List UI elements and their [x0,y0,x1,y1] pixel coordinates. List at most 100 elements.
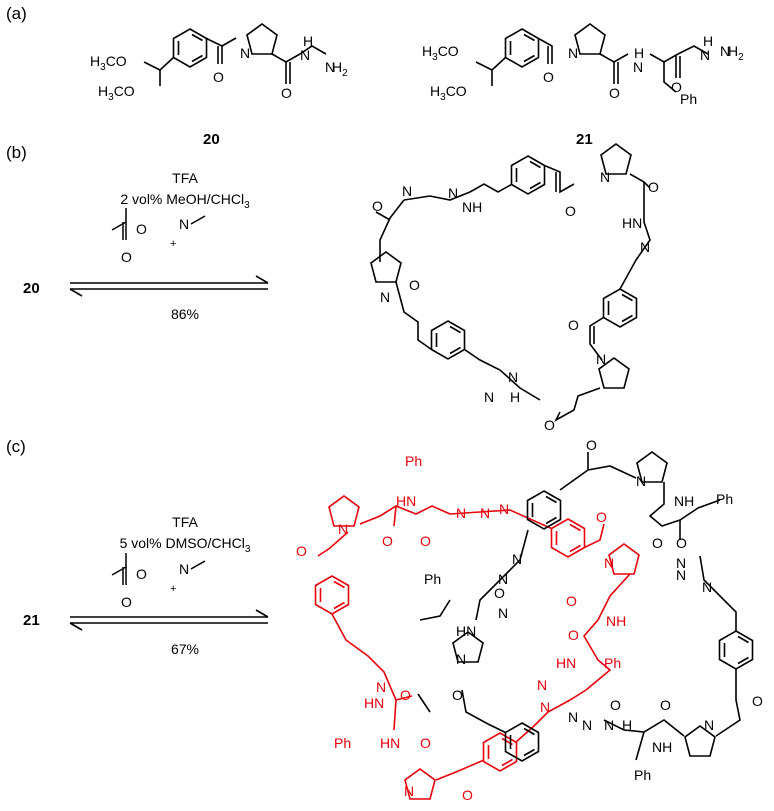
svg-text:N: N [480,505,490,521]
svg-text:N: N [499,501,509,517]
svg-text:N: N [700,47,710,63]
svg-text:+: + [170,583,176,595]
reaction-c-yield: 67% [170,641,200,657]
svg-text:O: O [420,735,431,751]
svg-text:HN: HN [364,695,384,711]
reaction-c-catalyst [111,552,127,586]
svg-text:Ph: Ph [334,735,351,751]
svg-text:O: O [136,221,147,237]
svg-text:O: O [566,593,577,609]
svg-text:N: N [676,555,686,571]
svg-text:N: N [633,59,643,75]
svg-text:O: O [652,535,663,551]
svg-text:O: O [452,687,463,703]
svg-text:O: O [671,79,682,95]
svg-text:N: N [636,473,646,489]
svg-text:O: O [648,179,659,195]
svg-text:N: N [498,571,508,587]
svg-text:O: O [660,697,671,713]
svg-text:O: O [281,85,292,101]
svg-text:H3CO: H3CO [422,43,459,63]
svg-text:N: N [568,45,578,61]
svg-text:O: O [372,198,383,214]
svg-text:H3CO: H3CO [90,53,127,73]
svg-text:O: O [609,85,620,101]
svg-text:O: O [610,697,621,713]
svg-text:O: O [596,509,607,525]
svg-text:HN: HN [456,623,476,639]
svg-text:N: N [376,679,386,695]
svg-text:N: N [300,47,310,63]
svg-text:Ph: Ph [716,491,733,507]
svg-text:N: N [508,369,518,385]
svg-text:H: H [634,45,644,61]
reaction-b-catalyst-atoms: O O N + [121,216,189,265]
svg-text:N: N [604,555,614,571]
svg-text:N: N [596,351,606,367]
svg-text:HN: HN [380,735,400,751]
svg-text:N: N [604,717,614,733]
svg-text:NH: NH [652,739,672,755]
catenane-red-ring [314,495,640,800]
svg-text:O: O [121,249,132,265]
compound-20-structure [143,23,327,86]
svg-text:NH: NH [606,613,626,629]
svg-text:O: O [752,693,763,709]
svg-text:O: O [136,566,147,582]
svg-text:N: N [537,677,547,693]
panel-label-c: (c) [6,437,26,456]
svg-text:O: O [568,627,579,643]
svg-text:N: N [456,651,466,667]
svg-text:O: O [676,535,687,551]
reaction-c-solvent: 5 vol% DMSO/CHCl3 [119,535,251,555]
svg-text:H: H [703,33,713,49]
panel-label-a: (a) [6,4,27,23]
reaction-b-reagent: TFA [172,170,198,186]
svg-text:N: N [512,551,522,567]
reaction-b-methyls [190,215,206,225]
svg-text:N: N [720,43,730,59]
svg-text:N: N [402,183,412,199]
svg-text:HN: HN [556,655,576,671]
svg-text:N: N [456,505,466,521]
compound-21-atoms: H3CO H3CO O N O H N O Ph H N N H2 [422,33,744,107]
svg-text:N: N [179,561,189,577]
trimer-atoms: N NH N O O N O HN N N O O N N N H O [372,169,659,433]
svg-text:NH: NH [674,493,694,509]
svg-text:O: O [543,69,554,85]
svg-text:HN: HN [622,215,642,231]
reaction-b-solvent: 2 vol% MeOH/CHCl3 [120,191,250,211]
svg-text:O: O [462,787,473,803]
svg-text:H: H [510,389,520,405]
reaction-c-methyls [190,560,206,570]
svg-text:O: O [494,585,505,601]
svg-text:N: N [582,717,592,733]
svg-text:N: N [498,605,508,621]
svg-text:H2: H2 [332,59,348,79]
svg-text:O: O [409,277,420,293]
svg-text:N: N [484,389,494,405]
reaction-c-catalyst-atoms: O O N + [121,561,189,610]
svg-text:O: O [121,594,132,610]
svg-text:NH: NH [462,199,482,215]
svg-text:O: O [420,533,431,549]
svg-text:Ph: Ph [680,91,697,107]
svg-text:N: N [676,567,686,583]
panel-label-b: (b) [6,143,27,162]
reaction-b-catalyst [111,207,127,241]
svg-text:H: H [622,717,632,733]
svg-text:H3CO: H3CO [98,83,135,103]
svg-text:N: N [240,45,250,61]
reaction-c-reagent: TFA [172,514,198,530]
svg-text:O: O [382,533,393,549]
svg-text:N: N [325,59,335,75]
reaction-c-substrate: 21 [23,612,40,629]
compound-21-structure [475,23,709,93]
svg-text:H: H [303,33,313,49]
svg-text:O: O [400,687,411,703]
reaction-b-substrate: 20 [23,280,40,297]
svg-text:O: O [213,69,224,85]
svg-text:N: N [338,521,348,537]
svg-text:N: N [640,239,650,255]
reaction-b-yield: 86% [170,306,200,322]
